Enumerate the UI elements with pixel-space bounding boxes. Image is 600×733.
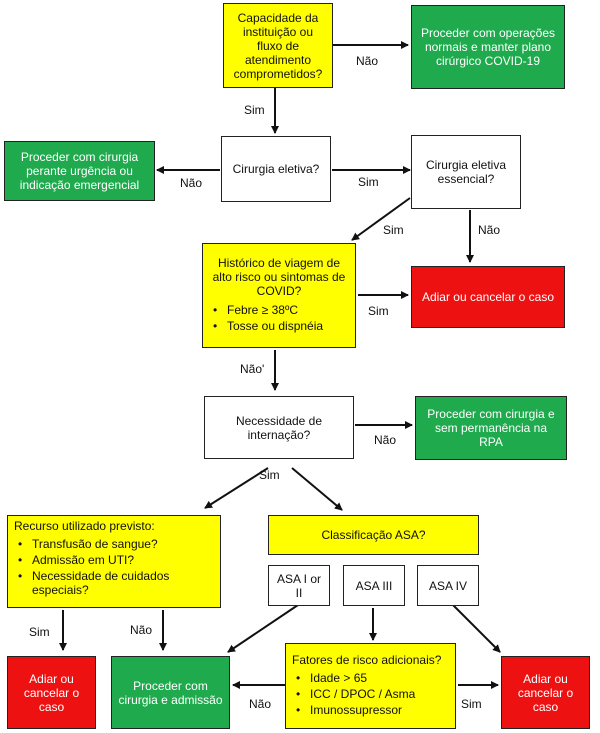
proceed-admission-node: Proceder com cirurgia e admissão <box>111 656 230 729</box>
asa-4-node: ASA IV <box>417 565 479 606</box>
postpone-text-3: Adiar ou cancelar o caso <box>517 671 574 714</box>
asa-3-text: ASA III <box>355 578 393 593</box>
edge-label-sim-1: Sim <box>244 103 265 117</box>
asa-1-2-node: ASA I or II <box>268 565 330 606</box>
arrow-asa4-to-postpone <box>452 604 501 653</box>
proceed-urgent-node: Proceder com cirurgia perante urgência o… <box>4 141 155 201</box>
risk-immunosuppressor: Imunossupressor <box>296 703 449 717</box>
essential-question-node: Cirurgia eletiva essencial? <box>411 135 521 209</box>
resource-transfusion: Transfusão de sangue? <box>18 537 214 551</box>
travel-symptom-list: Febre ≥ 38ºC Tosse ou dispnéia <box>209 301 349 335</box>
travel-question-node: Histórico de viagem de alto risco ou sin… <box>202 243 356 348</box>
proceed-admission-text: Proceder com cirurgia e admissão <box>118 678 223 707</box>
resource-special-care: Necessidade de cuidados especiais? <box>18 569 214 597</box>
edge-label-nao-5: Não <box>374 433 397 447</box>
proceed-no-stay-text: Proceder com cirurgia e sem permanência … <box>427 407 555 449</box>
capacity-question-node: Capacidade da instituição ou fluxo de at… <box>223 3 333 88</box>
postpone-node-1: Adiar ou cancelar o caso <box>411 266 565 328</box>
proceed-no-stay-node: Proceder com cirurgia e sem permanência … <box>415 396 567 460</box>
risk-factors-title: Fatores de risco adicionais? <box>292 653 442 667</box>
resources-list: Transfusão de sangue? Admissão em UTI? N… <box>14 535 214 599</box>
asa-3-node: ASA III <box>343 565 405 606</box>
risk-factors-list: Idade > 65 ICC / DPOC / Asma Imunossupre… <box>292 669 449 719</box>
postpone-text-1: Adiar ou cancelar o caso <box>421 290 555 304</box>
arrow-hospitalization-to-asa <box>291 467 343 511</box>
hospitalization-question-node: Necessidade de internação? <box>204 396 354 459</box>
edge-label-nao-2: Não <box>180 176 203 190</box>
edge-label-nao-3: Não <box>478 223 501 237</box>
edge-label-sim-4: Sim <box>368 304 389 318</box>
symptom-cough: Tosse ou dispnéia <box>213 319 349 333</box>
resources-title: Recurso utilizado previsto: <box>14 519 155 533</box>
edge-label-nao-6: Não <box>130 623 153 637</box>
postpone-text-2: Adiar ou cancelar o caso <box>23 671 80 714</box>
essential-question-text: Cirurgia eletiva essencial? <box>425 158 507 186</box>
arrow-hospitalization-to-resources <box>204 467 269 509</box>
edge-label-sim-5: Sim <box>259 468 280 482</box>
edge-label-sim-2: Sim <box>358 175 379 189</box>
asa-question-text: Classificação ASA? <box>321 528 426 542</box>
risk-factors-node: Fatores de risco adicionais? Idade > 65 … <box>285 643 456 729</box>
elective-question-node: Cirurgia eletiva? <box>221 136 331 202</box>
arrow-asa12-to-admission <box>227 604 299 653</box>
proceed-normal-node: Proceder com operações normais e manter … <box>411 5 565 89</box>
elective-question-text: Cirurgia eletiva? <box>232 162 320 176</box>
postpone-node-3: Adiar ou cancelar o caso <box>501 656 590 729</box>
symptom-fever: Febre ≥ 38ºC <box>213 303 349 317</box>
edge-label-nao-1: Não <box>356 54 379 68</box>
proceed-urgent-text: Proceder com cirurgia perante urgência o… <box>19 150 140 192</box>
edge-label-sim-7: Sim <box>461 697 482 711</box>
edge-label-nao-7: Não <box>249 697 272 711</box>
postpone-node-2: Adiar ou cancelar o caso <box>7 656 96 729</box>
edge-label-nao-4: Não' <box>240 362 265 376</box>
asa-question-node: Classificação ASA? <box>268 515 479 555</box>
risk-age: Idade > 65 <box>296 671 449 685</box>
capacity-question-text: Capacidade da instituição ou fluxo de at… <box>233 10 323 81</box>
edge-label-sim-3: Sim <box>383 223 404 237</box>
resource-icu: Admissão em UTI? <box>18 553 214 567</box>
risk-comorbidities: ICC / DPOC / Asma <box>296 687 449 701</box>
travel-question-text: Histórico de viagem de alto risco ou sin… <box>212 256 346 298</box>
asa-1-2-text: ASA I or II <box>276 571 322 600</box>
arrow-essential-to-travel <box>351 197 411 241</box>
resources-node: Recurso utilizado previsto: Transfusão d… <box>7 515 221 608</box>
proceed-normal-text: Proceder com operações normais e manter … <box>420 26 556 68</box>
asa-4-text: ASA IV <box>428 578 468 593</box>
hospitalization-question-text: Necessidade de internação? <box>235 413 323 442</box>
edge-label-sim-6: Sim <box>29 625 50 639</box>
